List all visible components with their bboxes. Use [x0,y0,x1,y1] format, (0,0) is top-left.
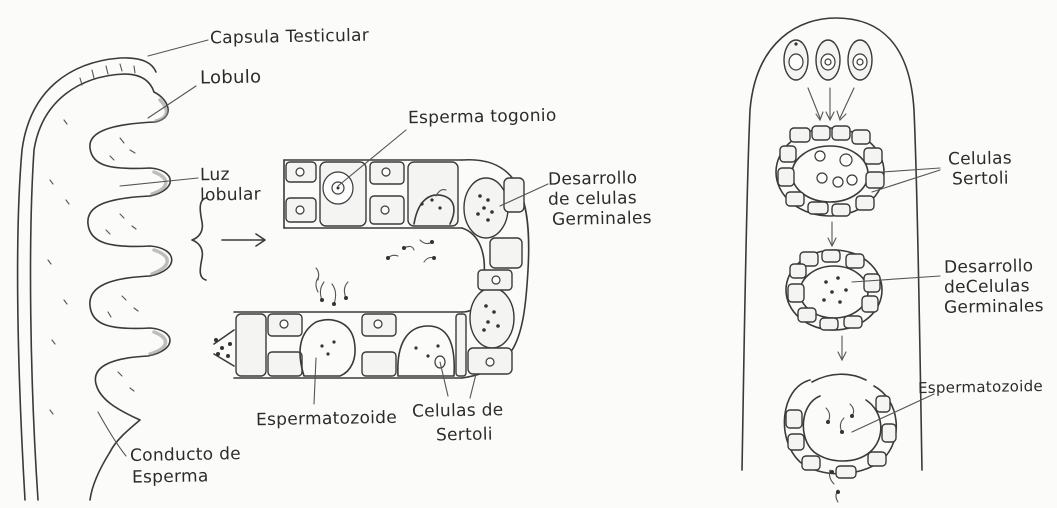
label-luz: Luz [200,166,230,186]
label-desarrollo-right-2: deCelulas [944,277,1030,297]
label-celulas-right-1: Celulas [948,149,1012,169]
label-celulas-sertoli-center-1: Celulas de [412,401,504,422]
hatch-marks [48,64,138,414]
leader-lobulo [148,86,196,118]
label-conducto-1: Conducto de [130,445,241,466]
sperm-in-lumen [316,240,434,304]
label-espermatozoide-center: Espermatozoide [256,409,397,430]
leader-sertoli-a [440,362,448,396]
leader-espermatozoide-center [314,358,316,404]
released-sperm [826,404,854,502]
bottom-row-cells [236,314,466,376]
label-desarrollo-center-2: de celulas [548,189,637,210]
tubule-section-drawing [214,130,548,404]
label-desarrollo-center-3: Germinales [552,209,652,230]
leader-celulas-right-a [882,168,940,172]
label-desarrollo-center-1: Desarrollo [548,169,638,190]
label-conducto-2: Esperma [132,467,209,487]
tubule-stages-drawing [742,18,940,502]
label-lobulo: Lobulo [200,67,262,87]
down-arrows [808,88,854,120]
leader-sertoli-b [470,374,476,398]
sertoli-ring-stage-2 [786,250,882,330]
brace-symbol [192,198,206,280]
label-capsula-testicular: Capsula Testicular [210,27,369,49]
label-desarrollo-right-3: Germinales [944,297,1044,318]
top-row-cells [286,162,458,226]
testis-lobule-drawing [18,40,265,500]
leader-capsula [148,40,208,56]
sertoli-ring-stage-1 [776,126,884,216]
label-lobular: lobular [200,185,261,205]
label-espermatogonio: Esperma togonio [408,107,557,129]
spermatogonia-row [784,40,872,80]
sperm-duct-line [90,452,110,500]
leader-luz [120,178,198,186]
label-celulas-right-2: Sertoli [952,170,1009,190]
label-espermatozoide-right: Espermatozoide [918,377,1043,398]
label-desarrollo-right-1: Desarrollo [944,257,1034,278]
label-celulas-sertoli-center-2: Sertoli [436,426,493,446]
open-end-dots [214,338,232,358]
